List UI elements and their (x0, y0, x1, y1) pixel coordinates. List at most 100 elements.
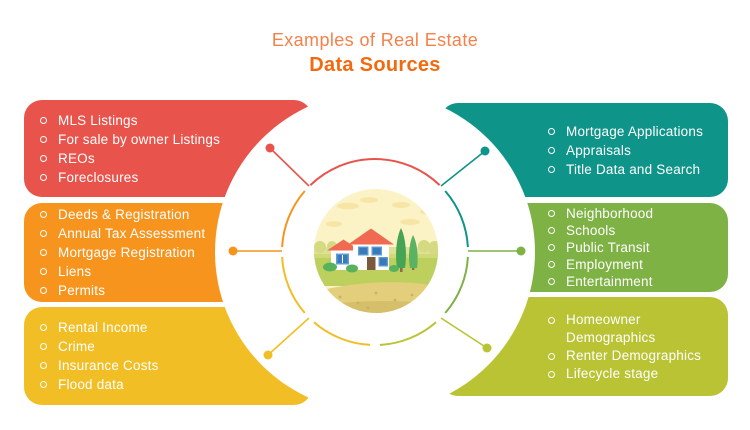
bullet-circle-icon (548, 278, 555, 285)
ring-arc-yellow-lower (313, 321, 371, 346)
list-item-text: Mortgage Applications (566, 123, 704, 139)
bullet-circle-icon (548, 227, 555, 234)
bullet-circle-icon (40, 343, 47, 350)
ring-arc-orange (281, 190, 306, 248)
house-main (348, 228, 394, 270)
bullet-circle-icon (548, 165, 555, 173)
bullet-circle-icon (548, 210, 555, 217)
bullet-circle-icon (40, 381, 47, 388)
window-upper-right-pane (372, 247, 381, 255)
bullet-circle-icon (548, 370, 555, 378)
list-item: Public Transit (548, 239, 720, 256)
bullet-circle-icon (548, 244, 555, 251)
list-item: Appraisals (548, 141, 720, 160)
list-item-text: Insurance Costs (58, 358, 159, 373)
door (367, 257, 376, 270)
list-item-text: MLS Listings (58, 112, 138, 128)
list-item: Title Data and Search (548, 160, 720, 179)
list-item: Entertainment (548, 273, 720, 290)
connector-lime (440, 317, 488, 349)
title-line-1: Examples of Real Estate (271, 30, 479, 50)
list-item-text: Crime (58, 339, 95, 354)
bullet-circle-icon (40, 154, 47, 162)
bushes (323, 262, 399, 273)
ring-arc-yellow-upper (281, 256, 306, 314)
list-item-text: Schools (566, 223, 616, 238)
bullet-circle-icon (548, 146, 555, 154)
list-item-text: Renter Demographics (566, 347, 702, 363)
bullet-circle-icon (548, 316, 555, 324)
ring-arc-lime (379, 321, 437, 346)
title-line-2: Data Sources (309, 54, 441, 76)
list-item: MLS Listings (40, 111, 232, 130)
list-item-text: Permits (58, 283, 106, 298)
list-item-text: Mortgage Registration (58, 245, 196, 260)
ring-arc-teal (444, 190, 469, 248)
main-roof (348, 228, 394, 245)
list-item-text: Deeds & Registration (58, 207, 190, 222)
list-item-text: Public Transit (566, 240, 650, 255)
list-item-text: Annual Tax Assessment (58, 226, 206, 241)
ring-arc-red (309, 158, 441, 186)
bullet-circle-icon (548, 352, 555, 360)
tree-trunk (400, 266, 403, 272)
list-item-text: Homeowner Demographics (566, 311, 656, 345)
bullet-circle-icon (40, 268, 47, 275)
connector-red (269, 147, 310, 187)
list-item: Deeds & Registration (40, 205, 232, 224)
wing-roof (327, 239, 360, 251)
list-item-text: Title Data and Search (566, 161, 701, 177)
window-lower-pane (379, 258, 387, 266)
list-item-text: Entertainment (566, 274, 653, 289)
bullet-circle-icon (40, 230, 47, 237)
list-item: Employment (548, 256, 720, 273)
list-item: Mortgage Applications (548, 122, 720, 141)
list-item: Renter Demographics (548, 347, 720, 365)
bullet-circle-icon (40, 116, 47, 124)
list-item: Schools (548, 222, 720, 239)
bullet-circle-icon (40, 287, 47, 294)
tree-tall (396, 228, 406, 268)
list-item: Foreclosures (40, 168, 232, 187)
connectors (228, 143, 526, 360)
list-item: REOs (40, 149, 232, 168)
bullet-circle-icon (40, 362, 47, 369)
list-item: Mortgage Registration (40, 243, 232, 262)
list-item: Lifecycle stage (548, 365, 720, 383)
connector-dot-green (516, 246, 526, 256)
tree-short (409, 235, 418, 268)
connector-dot-teal (480, 146, 490, 156)
list-item: Liens (40, 262, 232, 281)
list-item: Crime (40, 337, 232, 356)
bullet-circle-icon (40, 135, 47, 143)
list-item: Annual Tax Assessment (40, 224, 232, 243)
list-item: Homeowner Demographics (548, 311, 720, 347)
connector-dot-orange (228, 246, 238, 256)
connector-dot-lime (482, 343, 492, 353)
connector-yellow (267, 317, 310, 356)
list-item-text: Flood data (58, 377, 124, 392)
list-item-text: Liens (58, 264, 92, 279)
list-item: Flood data (40, 375, 232, 394)
bullet-circle-icon (548, 261, 555, 268)
connector-teal (440, 150, 486, 187)
bullet-circle-icon (40, 173, 47, 181)
bullet-circle-icon (548, 127, 555, 135)
list-item: For sale by owner Listings (40, 130, 232, 149)
ring-arc-green (444, 256, 469, 314)
list-item-text: Appraisals (566, 142, 632, 158)
window-upper-left-pane (359, 247, 368, 255)
connector-dot-yellow (263, 350, 273, 360)
list-item-text: Employment (566, 257, 644, 272)
list-item-text: Neighborhood (566, 206, 654, 221)
list-item-text: Foreclosures (58, 169, 139, 185)
bullet-circle-icon (40, 324, 47, 331)
